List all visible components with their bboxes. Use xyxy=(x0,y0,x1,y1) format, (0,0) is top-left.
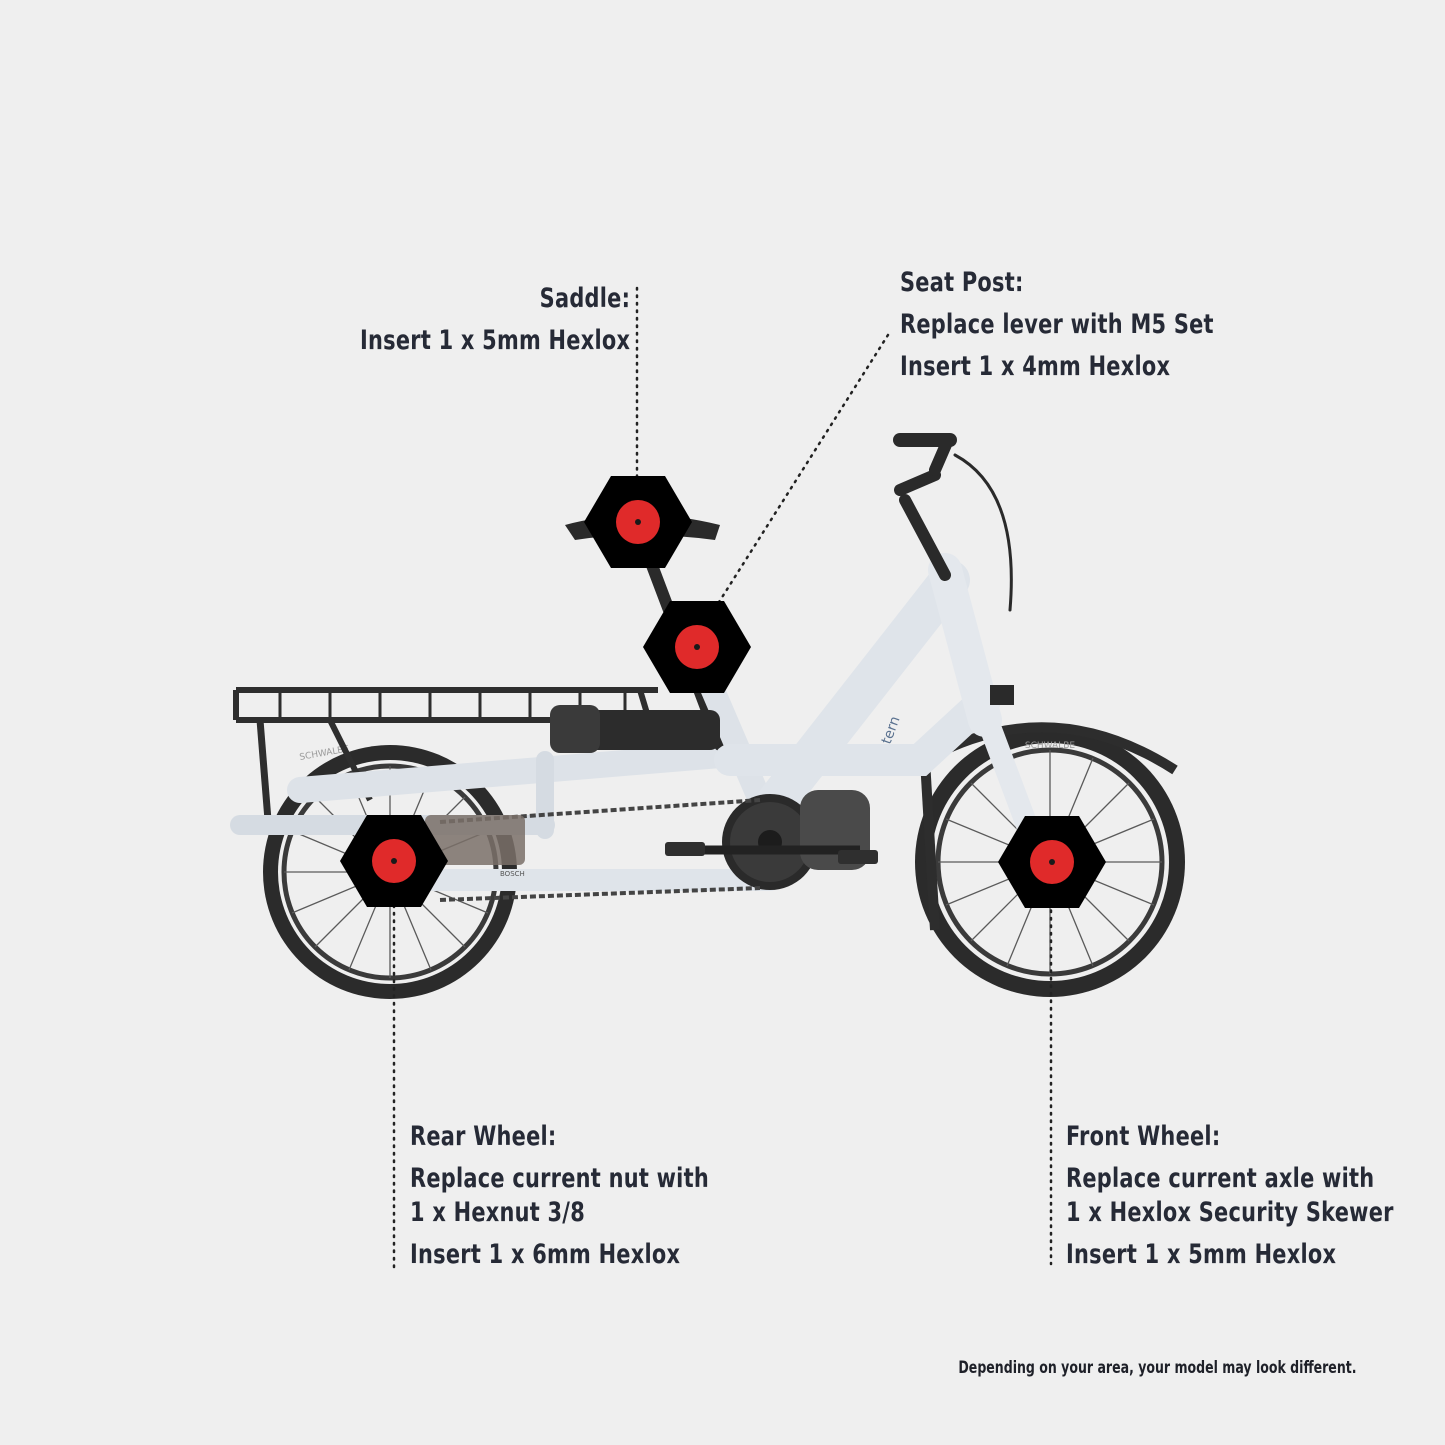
motor-text: BOSCH xyxy=(500,870,525,878)
front-wheel-line-3: Insert 1 x 5mm Hexlox xyxy=(1066,1239,1337,1270)
hex-marker-icon xyxy=(340,815,448,907)
seat-post-callout: Seat Post: Replace lever with M5 Set Ins… xyxy=(900,266,1214,384)
hex-marker-icon xyxy=(584,476,692,568)
seat-post-title: Seat Post: xyxy=(900,267,1024,298)
rear-wheel-line-1: Replace current nut with xyxy=(410,1163,709,1194)
saddle-callout: Saddle: Insert 1 x 5mm Hexlox xyxy=(360,282,630,358)
handlebar xyxy=(893,433,1013,612)
hex-marker-icon xyxy=(998,816,1106,908)
rear-wheel-line-3: Insert 1 x 6mm Hexlox xyxy=(410,1239,681,1270)
front-wheel-title: Front Wheel: xyxy=(1066,1121,1221,1152)
motor-drivetrain xyxy=(439,790,878,902)
saddle-line-1: Insert 1 x 5mm Hexlox xyxy=(359,325,630,356)
front-wheel-line-1: Replace current axle with xyxy=(1066,1163,1375,1194)
frame-brand-text: tern xyxy=(879,714,904,746)
callout-lines xyxy=(392,286,1053,1274)
front-wheel-callout: Front Wheel: Replace current axle with 1… xyxy=(1066,1120,1394,1272)
hex-marker-icon xyxy=(643,601,751,693)
seat-post-line-1: Replace lever with M5 Set xyxy=(900,309,1214,340)
saddle-title: Saddle: xyxy=(539,283,630,314)
rear-wheel-callout: Rear Wheel: Replace current nut with 1 x… xyxy=(410,1120,709,1272)
chain-guard xyxy=(425,815,525,865)
front-wheel-line-2: 1 x Hexlox Security Skewer xyxy=(1066,1197,1394,1228)
seat-post-line-2: Insert 1 x 4mm Hexlox xyxy=(900,351,1171,382)
rear-wheel-title: Rear Wheel: xyxy=(410,1121,557,1152)
rear-wheel-line-2: 1 x Hexnut 3/8 xyxy=(410,1197,585,1228)
footnote: Depending on your area, your model may l… xyxy=(958,1358,1357,1378)
headlight xyxy=(990,685,1014,705)
front-tire-text: SCHWALBE xyxy=(1025,741,1076,751)
